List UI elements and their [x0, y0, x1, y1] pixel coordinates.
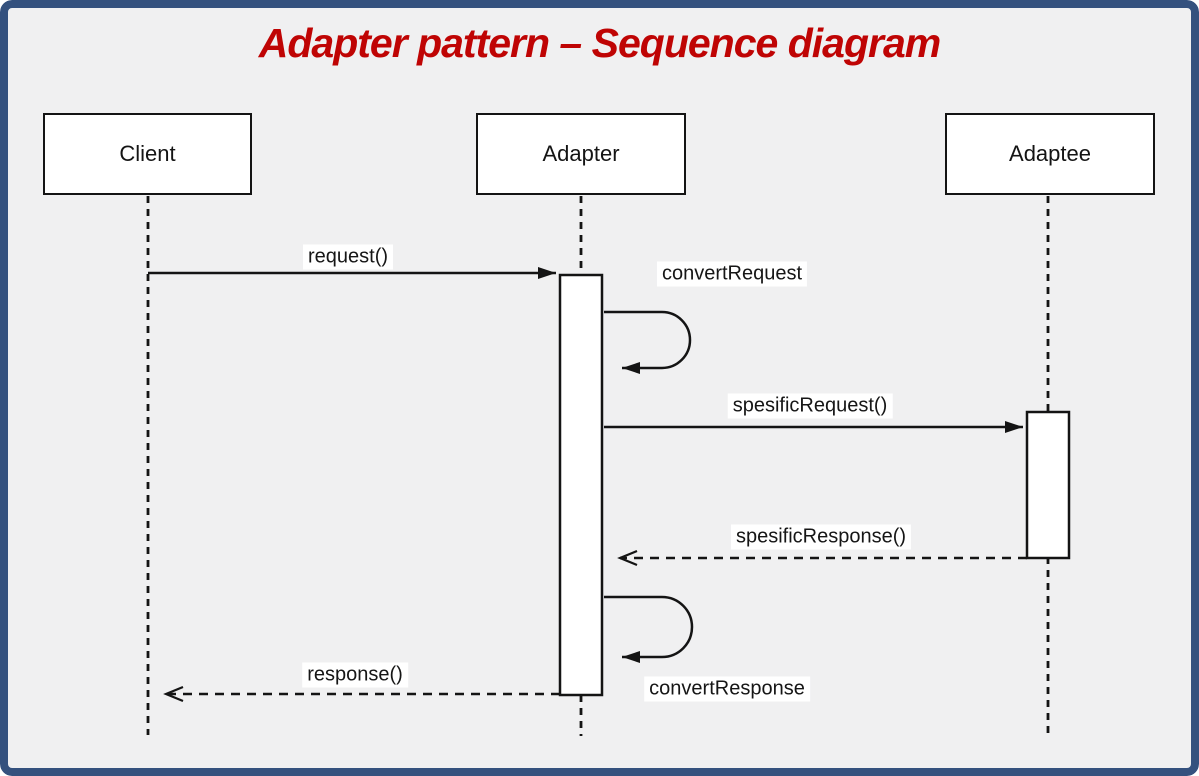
- message-label-spesific-request: spesificRequest(): [727, 393, 893, 419]
- activation-bar-adaptee: [1025, 410, 1071, 560]
- activation-bar-adapter: [558, 273, 604, 697]
- message-label-request: request(): [302, 244, 394, 270]
- participant-adaptee: Adaptee: [945, 113, 1155, 195]
- message-label-response: response(): [302, 662, 408, 688]
- message-label-convert-request: convertRequest: [656, 261, 808, 287]
- message-label-spesific-response: spesificResponse(): [730, 524, 912, 550]
- participant-adaptee-label: Adaptee: [1009, 141, 1091, 166]
- participant-adapter-label: Adapter: [542, 141, 620, 166]
- participant-adapter: Adapter: [476, 113, 686, 195]
- arrow-convert-response: [604, 595, 694, 663]
- message-label-convert-response: convertResponse: [644, 676, 810, 702]
- participant-client-label: Client: [119, 141, 176, 166]
- participant-client: Client: [43, 113, 252, 195]
- arrow-convert-request: [604, 310, 692, 374]
- diagram-title: Adapter pattern – Sequence diagram: [258, 20, 941, 66]
